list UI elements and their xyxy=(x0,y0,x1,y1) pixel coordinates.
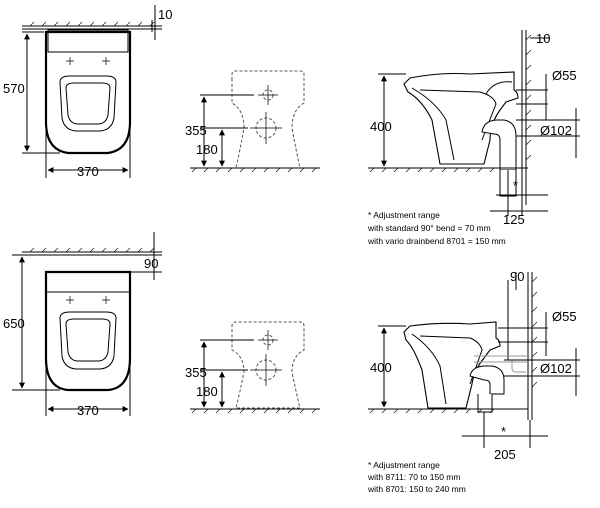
top-plan-wall xyxy=(22,21,162,30)
top-outlet-dia-label: Ø102 xyxy=(540,123,572,138)
bottom-gap-label: 90 xyxy=(144,256,158,271)
top-outlet-offset-label: 125 xyxy=(503,212,525,227)
top-plan-tank xyxy=(47,29,129,53)
top-outlet-height-label: 180 xyxy=(196,142,218,157)
top-front-outline xyxy=(231,70,305,169)
bottom-plan-view: 650 370 90 xyxy=(3,232,162,418)
bottom-side-body xyxy=(403,321,501,409)
bottom-plan-wall xyxy=(22,247,162,256)
top-plan-fixing-left xyxy=(66,57,74,65)
bottom-side-bowl xyxy=(411,333,483,405)
top-width-label: 370 xyxy=(77,164,99,179)
bottom-side-view: 90 400 Ø55 Ø102 * 205 * Adjustment range… xyxy=(367,269,580,494)
top-plan-bowl xyxy=(65,82,111,125)
bottom-outlet-dia-label: Ø102 xyxy=(540,361,572,376)
bottom-note-1: * Adjustment range xyxy=(368,460,440,470)
bottom-inlet-height-label: 355 xyxy=(185,365,207,380)
bottom-note-2: with 8711: 70 to 150 mm xyxy=(367,472,460,482)
bottom-depth-label: 650 xyxy=(3,316,25,331)
top-plan-outline xyxy=(44,30,132,155)
top-side-outlet-pipe xyxy=(481,119,517,171)
bottom-inlet-dia-label: Ø55 xyxy=(552,309,577,324)
top-plan-fixing-right xyxy=(102,57,110,65)
bottom-plan-bowl xyxy=(65,318,111,362)
top-side-height-label: 400 xyxy=(370,119,392,134)
top-inlet-height-label: 355 xyxy=(185,123,207,138)
top-note-2: with standard 90° bend = 70 mm xyxy=(367,223,491,233)
bottom-outlet-offset-label: 205 xyxy=(494,447,516,462)
bottom-side-height-label: 400 xyxy=(370,360,392,375)
top-side-body xyxy=(403,71,519,165)
top-front-view: 355 180 xyxy=(185,70,320,173)
top-side-gap-label: 10 xyxy=(536,31,550,46)
top-inlet-dia-label: Ø55 xyxy=(552,68,577,83)
top-note-3: with vario drainbend 8701 = 150 mm xyxy=(367,236,506,246)
bottom-width-label: 370 xyxy=(77,403,99,418)
bottom-note-3: with 8701: 150 to 240 mm xyxy=(367,484,466,494)
bottom-side-gap-label: 90 xyxy=(510,269,524,284)
top-plan-seat xyxy=(59,75,117,132)
bottom-side-drain-bend xyxy=(469,355,528,413)
top-side-bowl xyxy=(411,81,513,161)
top-gap-label: 10 xyxy=(158,7,172,22)
top-plan-view: 570 370 10 xyxy=(3,5,172,179)
bottom-side-wall xyxy=(527,272,538,420)
top-depth-label: 570 xyxy=(3,81,25,96)
bottom-front-view: 355 180 xyxy=(185,321,320,414)
bottom-plan-outline xyxy=(44,270,132,392)
top-side-wall xyxy=(521,30,532,205)
bottom-outlet-height-label: 180 xyxy=(196,384,218,399)
bottom-front-outline xyxy=(231,321,305,409)
bottom-plan-seat xyxy=(59,311,117,370)
top-note-1: * Adjustment range xyxy=(368,210,440,220)
top-side-view: 400 10 Ø55 Ø102 * 125 * Adjustment range… xyxy=(367,30,580,246)
bottom-asterisk: * xyxy=(501,424,506,439)
top-asterisk: * xyxy=(513,178,518,193)
